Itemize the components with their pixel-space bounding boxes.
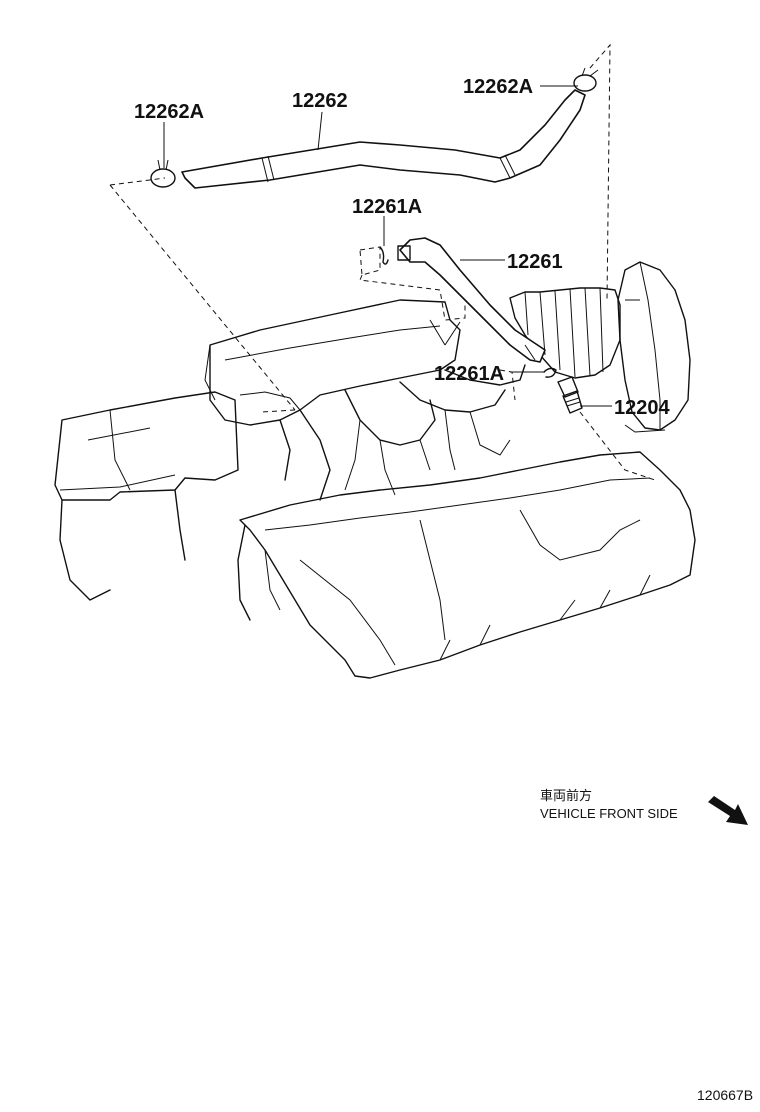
part-label-12261a-lower: 12261A xyxy=(434,363,504,385)
direction-label-jp: 車両前方 xyxy=(540,788,592,803)
direction-label-en: VEHICLE FRONT SIDE xyxy=(540,806,678,821)
part-label-12262a-right: 12262A xyxy=(463,76,533,98)
hose-12262 xyxy=(181,89,586,189)
part-label-12204: 12204 xyxy=(614,397,670,419)
part-label-12262a-left: 12262A xyxy=(134,101,204,123)
clamp-12262a-right xyxy=(573,67,599,92)
hose-12261 xyxy=(397,237,546,363)
clip-12261a-lower xyxy=(543,367,557,378)
pcv-valve-12204 xyxy=(557,376,583,414)
clamp-12262a-left xyxy=(150,159,176,188)
part-label-12262: 12262 xyxy=(292,90,348,112)
part-label-12261: 12261 xyxy=(507,251,563,273)
direction-arrow-icon xyxy=(708,796,748,825)
drawing-id: 120667B xyxy=(697,1087,753,1103)
leader-lines xyxy=(163,85,612,407)
engine-outline xyxy=(54,246,696,679)
part-label-12261a-upper: 12261A xyxy=(352,196,422,218)
clip-12261a-upper xyxy=(379,246,389,265)
